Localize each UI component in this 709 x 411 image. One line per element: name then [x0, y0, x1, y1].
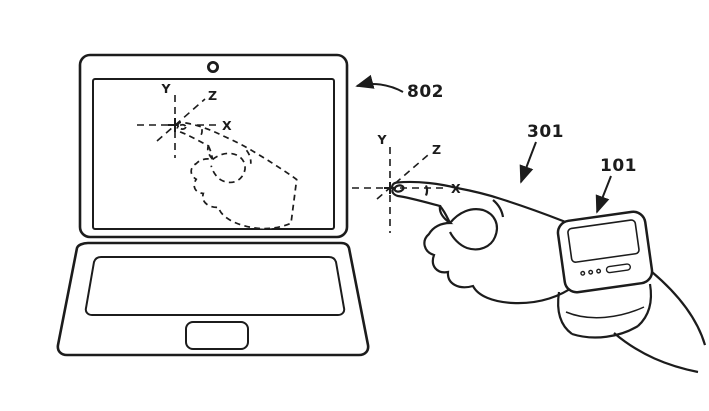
- fingertip-axis-z-label: Z: [432, 142, 441, 157]
- watch-band-bottom-edge: [571, 325, 639, 339]
- watch-button-dot: [580, 270, 586, 276]
- ref-802-leader-arrow: [355, 74, 404, 93]
- ref-301-label: 301: [527, 122, 564, 142]
- ref-802-label: 802: [407, 82, 444, 102]
- ref-802: 802: [355, 74, 444, 102]
- onscreen-axis-z-line: [156, 98, 206, 142]
- ref-101-label: 101: [600, 156, 637, 176]
- ref-101: 101: [595, 156, 637, 214]
- fingertip-origin-cross: [384, 182, 396, 194]
- forearm-bottom-edge: [613, 332, 699, 374]
- onscreen-axis-x-label: X: [222, 118, 232, 133]
- watch-band-left-edge: [557, 291, 573, 335]
- fingertip-axis-y-label: Y: [376, 132, 387, 147]
- watch-band-strap-line: [565, 306, 645, 319]
- fingertip-axis-x-label: X: [451, 181, 461, 196]
- watch-buttons: [580, 263, 632, 276]
- forearm: [613, 271, 707, 374]
- ref-301: 301: [519, 122, 564, 184]
- onscreen-axis-y-label: Y: [160, 81, 171, 96]
- onscreen-axis-labels: Y Z X: [160, 81, 232, 133]
- watch-band-right-edge: [637, 283, 653, 327]
- webcam-icon: [206, 61, 219, 74]
- fingertip-axis-labels: Y Z X: [376, 132, 461, 196]
- laptop-keyboard: [84, 256, 346, 316]
- forearm-top-edge: [651, 271, 707, 346]
- laptop-touchpad: [185, 321, 249, 350]
- ref-101-leader-arrow: [595, 175, 612, 214]
- smartwatch: [556, 210, 654, 339]
- laptop-diagram: Y Z X: [56, 53, 370, 357]
- onscreen-axis-z-label: Z: [208, 88, 217, 103]
- fingertip-axes: [352, 147, 447, 233]
- watch-speaker-slot: [605, 263, 632, 274]
- watch-screen: [567, 219, 640, 263]
- watch-button-dot: [596, 268, 602, 274]
- watch-button-dot: [588, 269, 594, 275]
- ref-301-leader-arrow: [519, 141, 537, 184]
- pointing-hand: [391, 180, 578, 305]
